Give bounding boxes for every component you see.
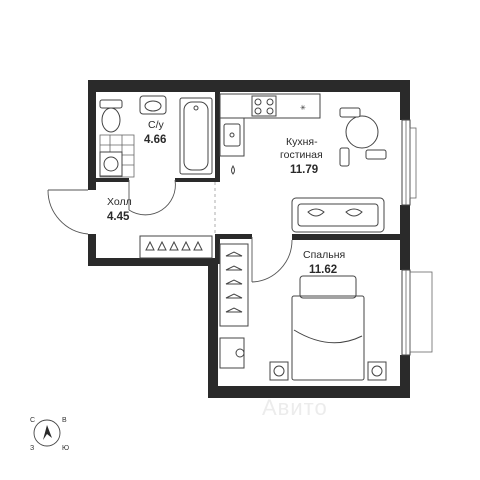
watermark: Авито — [262, 395, 328, 420]
bedroom-area: 11.62 — [309, 264, 337, 276]
compass-letter-west: З — [30, 445, 34, 452]
compass-letter-north: С — [30, 417, 35, 424]
compass: В Ю С З — [30, 417, 69, 452]
windows — [401, 119, 433, 356]
hall-area: 4.45 — [107, 211, 130, 223]
walls — [88, 80, 410, 398]
compass-letter-east: В — [62, 417, 67, 424]
bathroom-label: С/у — [148, 119, 165, 131]
kitchen-label-line1: Кухня- — [286, 136, 318, 148]
kitchen-area: 11.79 — [290, 164, 318, 176]
kitchen-fixtures: ✳ — [219, 93, 387, 233]
kitchen-label-line2: гостиная — [280, 149, 323, 161]
doors — [47, 179, 293, 283]
bathroom-area: 4.66 — [144, 134, 166, 146]
svg-text:✳: ✳ — [300, 104, 306, 112]
compass-letter-south: Ю — [62, 445, 69, 452]
bathroom-fixtures — [99, 95, 213, 178]
hall-fixtures — [139, 235, 213, 259]
bedroom-label: Спальня — [303, 249, 345, 261]
bedroom-fixtures — [219, 243, 387, 381]
hall-label: Холл — [107, 196, 132, 208]
